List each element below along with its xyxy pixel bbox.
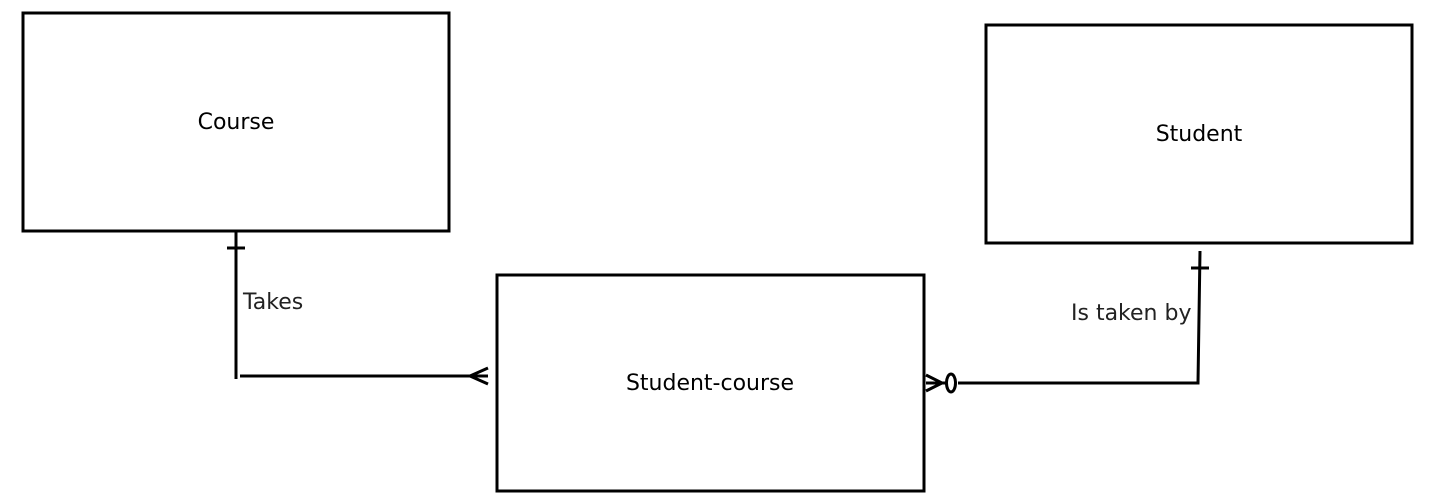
zero-cardinality-circle-icon [945,372,957,394]
entity-student-box [984,23,1414,245]
entity-student[interactable]: Student [984,23,1414,245]
entity-student-course-box [495,273,926,493]
relationship-takes-label: Takes [242,290,303,315]
entity-course-box [21,11,451,233]
entity-student-course[interactable]: Student-course [495,273,926,493]
entity-student-label: Student [1156,122,1243,147]
relationship-is-taken-by[interactable]: Is taken by [925,250,1209,394]
entity-course[interactable]: Course [21,11,451,233]
relationship-is-taken-by-line [958,250,1202,385]
crows-foot-many-icon [925,373,946,393]
crows-foot-many-icon [466,366,489,386]
entity-course-label: Course [198,110,275,135]
entity-student-course-label: Student-course [626,371,794,396]
relationship-takes[interactable]: Takes [227,231,489,386]
relationship-is-taken-by-label: Is taken by [1071,301,1191,326]
